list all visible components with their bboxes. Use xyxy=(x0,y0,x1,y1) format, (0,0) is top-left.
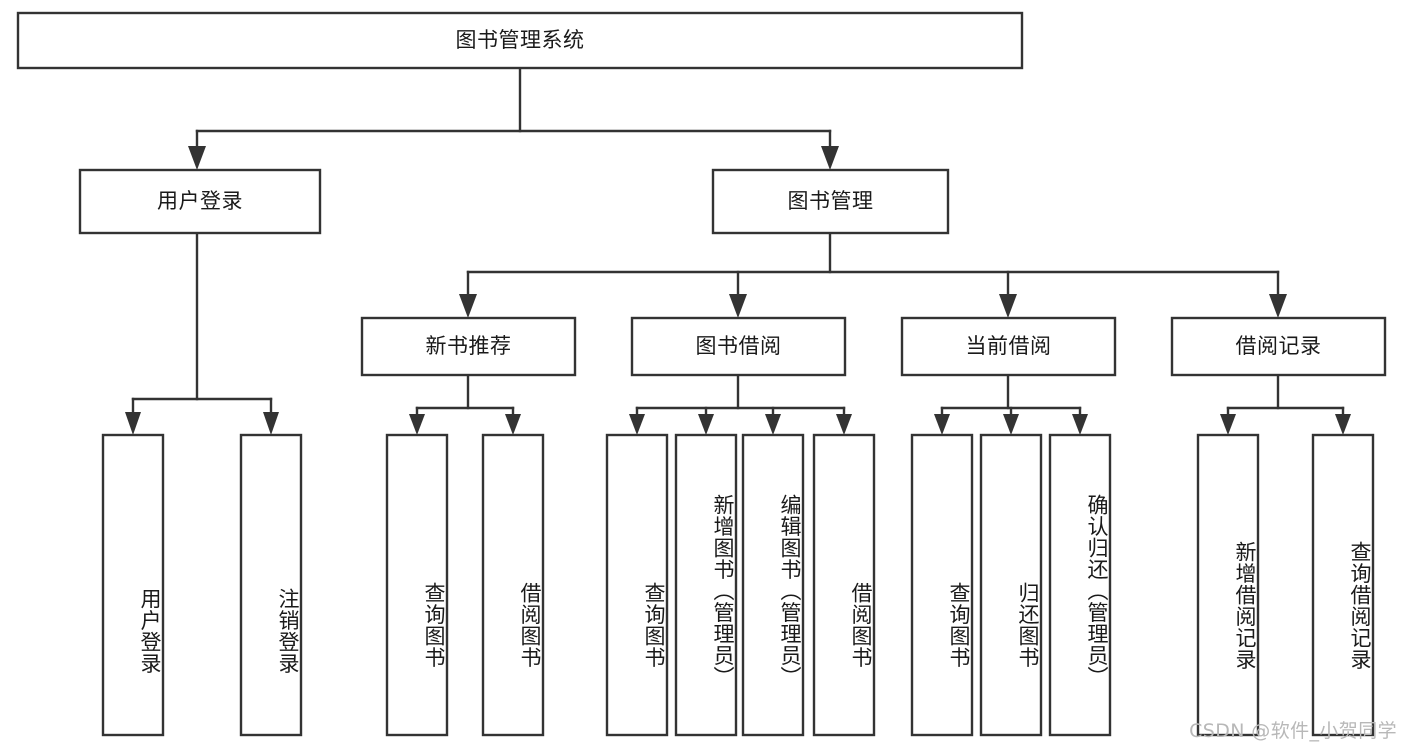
arrow-head-leaf-user-login xyxy=(125,412,141,435)
node-current-borrow[interactable] xyxy=(900,316,1117,377)
arrow-head-leaf-edit-book xyxy=(765,414,781,435)
watermark-text: CSDN @软件_小贺同学 xyxy=(1189,720,1397,742)
arrow-head-leaf-query-book-2 xyxy=(629,414,645,435)
node-user-login[interactable] xyxy=(78,168,322,235)
arrow-head-new-book-recommend xyxy=(459,294,477,318)
edge-group-root xyxy=(188,66,839,170)
arrow-head-leaf-return-book xyxy=(1003,414,1019,435)
arrow-head-leaf-borrow-book-2 xyxy=(836,414,852,435)
node-leaf-query-book-3[interactable] xyxy=(910,433,974,737)
node-leaf-borrow-book-1[interactable] xyxy=(481,433,545,737)
node-leaf-return-book[interactable] xyxy=(979,433,1043,737)
node-leaf-confirm-return[interactable] xyxy=(1048,433,1112,737)
arrow-head-leaf-borrow-book-1 xyxy=(505,414,521,435)
arrow-head-leaf-add-book xyxy=(698,414,714,435)
arrow-head-leaf-logout-login xyxy=(263,412,279,435)
arrow-head-leaf-query-record xyxy=(1335,414,1351,435)
arrow-head-leaf-query-book-1 xyxy=(409,414,425,435)
node-leaf-query-book-1[interactable] xyxy=(385,433,449,737)
node-leaf-logout-login[interactable] xyxy=(239,433,303,737)
arrow-head-borrow-record xyxy=(1269,294,1287,318)
arrow-head-current-borrow xyxy=(999,294,1017,318)
node-leaf-add-record[interactable] xyxy=(1196,433,1260,737)
node-borrow-record[interactable] xyxy=(1170,316,1387,377)
arrow-head-user-login xyxy=(188,146,206,170)
node-leaf-query-book-2[interactable] xyxy=(605,433,669,737)
edge-group-new-book-recommend xyxy=(409,373,521,435)
node-leaf-add-book[interactable] xyxy=(674,433,738,737)
node-new-book-recommend[interactable] xyxy=(360,316,577,377)
arrow-head-leaf-confirm-return xyxy=(1072,414,1088,435)
node-leaf-borrow-book-2[interactable] xyxy=(812,433,876,737)
edge-group-borrow-record xyxy=(1220,373,1351,435)
edge-group-book-borrow xyxy=(629,373,852,435)
edge-group-current-borrow xyxy=(934,373,1088,435)
edge-group-book-manage xyxy=(459,231,1287,318)
node-book-manage[interactable] xyxy=(711,168,950,235)
edge-group-user-login xyxy=(125,231,279,435)
node-leaf-query-record[interactable] xyxy=(1311,433,1375,737)
arrow-head-leaf-add-record xyxy=(1220,414,1236,435)
arrow-head-book-borrow xyxy=(729,294,747,318)
arrow-head-book-manage xyxy=(821,146,839,170)
arrow-head-leaf-query-book-3 xyxy=(934,414,950,435)
node-root[interactable] xyxy=(16,11,1024,70)
node-leaf-user-login[interactable] xyxy=(101,433,165,737)
node-book-borrow[interactable] xyxy=(630,316,847,377)
node-leaf-edit-book[interactable] xyxy=(741,433,805,737)
